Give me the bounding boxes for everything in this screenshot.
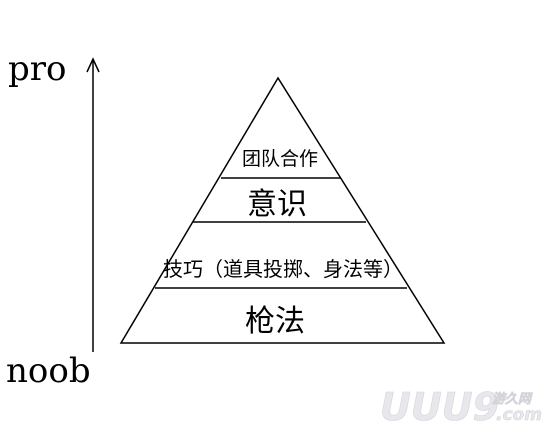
tier-label-technique: 技巧（道具投掷、身法等） [163, 257, 403, 281]
axis-top-label: pro [8, 49, 67, 89]
axis-bottom-label: noob [6, 351, 91, 391]
site-watermark: UUU9 游久网 .com [380, 385, 543, 430]
pyramid-outline [119, 76, 446, 344]
tier-label-teamwork: 团队合作 [242, 148, 318, 170]
axis-arrowhead-icon [86, 57, 100, 73]
watermark-suffix: .com [496, 405, 542, 425]
progress-axis: pro noob [6, 49, 100, 391]
tier-label-awareness: 意识 [247, 187, 307, 222]
tier-label-aim: 枪法 [245, 304, 305, 339]
watermark-main: UUU9 [380, 385, 499, 429]
pyramid: 团队合作 意识 技巧（道具投掷、身法等） 枪法 [119, 76, 446, 344]
watermark-domain: 游久网 [492, 391, 533, 407]
